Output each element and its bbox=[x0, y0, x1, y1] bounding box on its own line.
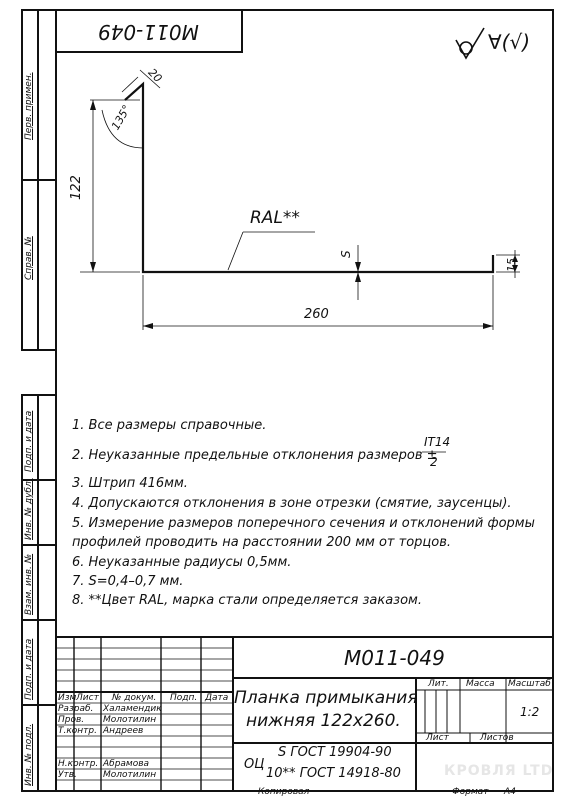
massa-label: Масса bbox=[466, 679, 495, 689]
kopiroval-label: Копировал bbox=[258, 787, 310, 797]
watermark: КРОВЛЯ LTD bbox=[444, 763, 554, 779]
side-label-podp2: Подп. и дата bbox=[24, 638, 34, 700]
col-list: Лист bbox=[76, 693, 99, 703]
note-1: 1. Все размеры справочные. bbox=[72, 418, 267, 433]
title-name-2: нижняя 122x260. bbox=[246, 711, 401, 731]
row-utv: Утв. bbox=[58, 770, 77, 780]
title-block-grid bbox=[56, 636, 553, 791]
dimension-lines bbox=[80, 69, 520, 330]
dim-length: 260 bbox=[304, 307, 329, 322]
note-2-denominator: 2 bbox=[430, 455, 438, 469]
title-code: M011-049 bbox=[344, 646, 445, 670]
format-label: Формат bbox=[452, 787, 489, 797]
scale-value: 1:2 bbox=[520, 705, 540, 719]
sheet-border bbox=[55, 9, 554, 792]
row-prov: Пров. bbox=[58, 715, 85, 725]
name-prov: Молотилин bbox=[103, 715, 157, 725]
note-4: 4. Допускаются отклонения в зоне отрезки… bbox=[72, 496, 512, 511]
row-nkontr: Н.контр. bbox=[58, 759, 99, 769]
side-label-perv: Перв. примен. bbox=[24, 72, 34, 140]
listov-label: Листов bbox=[480, 733, 514, 743]
lit-label: Лит. bbox=[428, 679, 449, 689]
material-prefix: ОЦ bbox=[244, 757, 265, 772]
side-column bbox=[21, 9, 57, 792]
side-label-sprav: Справ. № bbox=[24, 236, 34, 280]
note-6: 6. Неуказанные радиусы 0,5мм. bbox=[72, 555, 292, 570]
title-name-1: Планка примыкания bbox=[234, 688, 418, 708]
col-podp: Подп. bbox=[170, 693, 198, 703]
note-3: 3. Штрип 416мм. bbox=[72, 476, 188, 491]
dimension-arrows bbox=[90, 100, 518, 329]
name-utv: Молотилин bbox=[103, 770, 157, 780]
dim-flange: 15 bbox=[505, 258, 518, 272]
stamp-code: M011-049 bbox=[98, 20, 199, 44]
row-tkontr: Т.контр. bbox=[58, 726, 98, 736]
side-label-inv-dubl: Инв. № дубл. bbox=[24, 478, 34, 540]
col-doc: № докум. bbox=[112, 693, 157, 703]
material-line-2: 10** ГОСТ 14918-80 bbox=[266, 766, 401, 781]
dim-height: 122 bbox=[69, 175, 84, 200]
name-razrab: Халамендик bbox=[103, 704, 162, 714]
col-date: Дата bbox=[205, 693, 229, 703]
note-2: 2. Неуказанные предельные отклонения раз… bbox=[72, 448, 438, 463]
roughness-symbol bbox=[455, 27, 485, 60]
note-5a: 5. Измерение размеров поперечного сечени… bbox=[72, 516, 535, 531]
roughness-label: ∀(√) bbox=[488, 30, 531, 54]
note-5b: профилей проводить на расстоянии 200 мм … bbox=[72, 535, 451, 550]
side-label-vzam: Взам. инв. № bbox=[24, 553, 34, 615]
note-7: 7. S=0,4–0,7 мм. bbox=[72, 574, 184, 589]
masshtab-label: Масштаб bbox=[508, 679, 551, 689]
note-8: 8. **Цвет RAL, марка стали определяется … bbox=[72, 593, 422, 608]
note-2-numerator: IT14 bbox=[424, 435, 451, 449]
side-label-podp1: Подп. и дата bbox=[24, 410, 34, 472]
format-value: A4 bbox=[504, 787, 516, 797]
name-tkontr: Андреев bbox=[103, 726, 144, 736]
side-label-inv-podl: Инв. № подл. bbox=[24, 723, 34, 786]
dim-thickness: S bbox=[339, 250, 353, 258]
profile-shape bbox=[124, 81, 495, 274]
coating-label: RAL** bbox=[250, 208, 300, 228]
name-nkontr: Абрамова bbox=[103, 759, 150, 769]
material-line-1: S ГОСТ 19904-90 bbox=[278, 745, 392, 760]
list-label: Лист bbox=[426, 733, 449, 743]
col-izm: Изм bbox=[58, 693, 77, 703]
row-razrab: Разраб. bbox=[58, 704, 94, 714]
